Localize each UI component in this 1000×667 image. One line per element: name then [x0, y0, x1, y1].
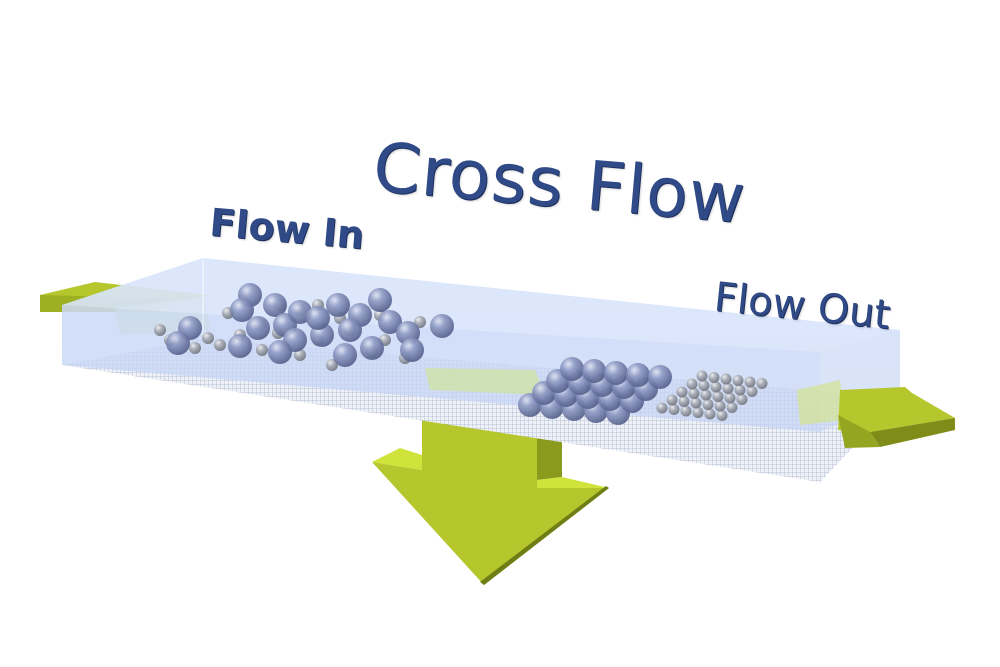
small-particle — [692, 407, 704, 418]
small-particle — [716, 410, 728, 421]
small-particle — [708, 372, 720, 383]
small-particle — [704, 408, 716, 420]
small-particle — [214, 339, 226, 351]
small-particle — [690, 397, 702, 409]
small-particle — [154, 324, 166, 336]
large-particle — [338, 318, 362, 342]
small-particle — [732, 375, 744, 386]
large-particle — [326, 293, 350, 317]
small-particle — [656, 402, 668, 414]
large-particle — [230, 298, 254, 322]
small-particle — [666, 394, 678, 406]
small-particle — [698, 380, 710, 391]
large-particle — [246, 316, 270, 340]
large-particle — [368, 288, 392, 312]
small-particle — [202, 332, 214, 344]
small-particle — [326, 359, 338, 371]
particles — [154, 283, 768, 425]
large-particle — [263, 293, 287, 317]
large-particle — [626, 363, 650, 387]
small-particle — [678, 396, 690, 407]
large-particle — [360, 336, 384, 360]
small-particle — [722, 383, 734, 394]
small-particle — [294, 349, 306, 361]
large-particle — [560, 357, 584, 381]
small-particle — [710, 381, 722, 393]
large-particle — [166, 331, 190, 355]
small-particle — [726, 402, 738, 413]
small-particle — [696, 370, 708, 382]
small-particle — [734, 384, 746, 396]
large-particle — [378, 310, 402, 334]
small-particle — [414, 316, 426, 328]
small-particle — [702, 399, 714, 410]
small-particle — [756, 378, 768, 389]
large-particle — [582, 359, 606, 383]
small-particle — [700, 389, 712, 401]
small-particle — [746, 386, 758, 397]
small-particle — [189, 342, 201, 354]
large-particle — [268, 340, 292, 364]
large-particle — [648, 365, 672, 389]
outlet-arrow — [797, 380, 955, 448]
large-particle — [306, 306, 330, 330]
small-particle — [744, 376, 756, 388]
small-particle — [668, 404, 680, 415]
small-particle — [686, 378, 698, 390]
small-particle — [256, 344, 268, 356]
large-particle — [430, 314, 454, 338]
small-particle — [736, 394, 748, 405]
flow-marker — [425, 368, 545, 395]
large-particle — [400, 338, 424, 362]
small-particle — [680, 405, 692, 417]
small-particle — [688, 388, 700, 399]
large-particle — [604, 361, 628, 385]
small-particle — [720, 373, 732, 385]
large-particle — [333, 343, 357, 367]
small-particle — [714, 400, 726, 412]
small-particle — [676, 386, 688, 398]
large-particle — [228, 334, 252, 358]
small-particle — [712, 391, 724, 402]
small-particle — [724, 392, 736, 404]
